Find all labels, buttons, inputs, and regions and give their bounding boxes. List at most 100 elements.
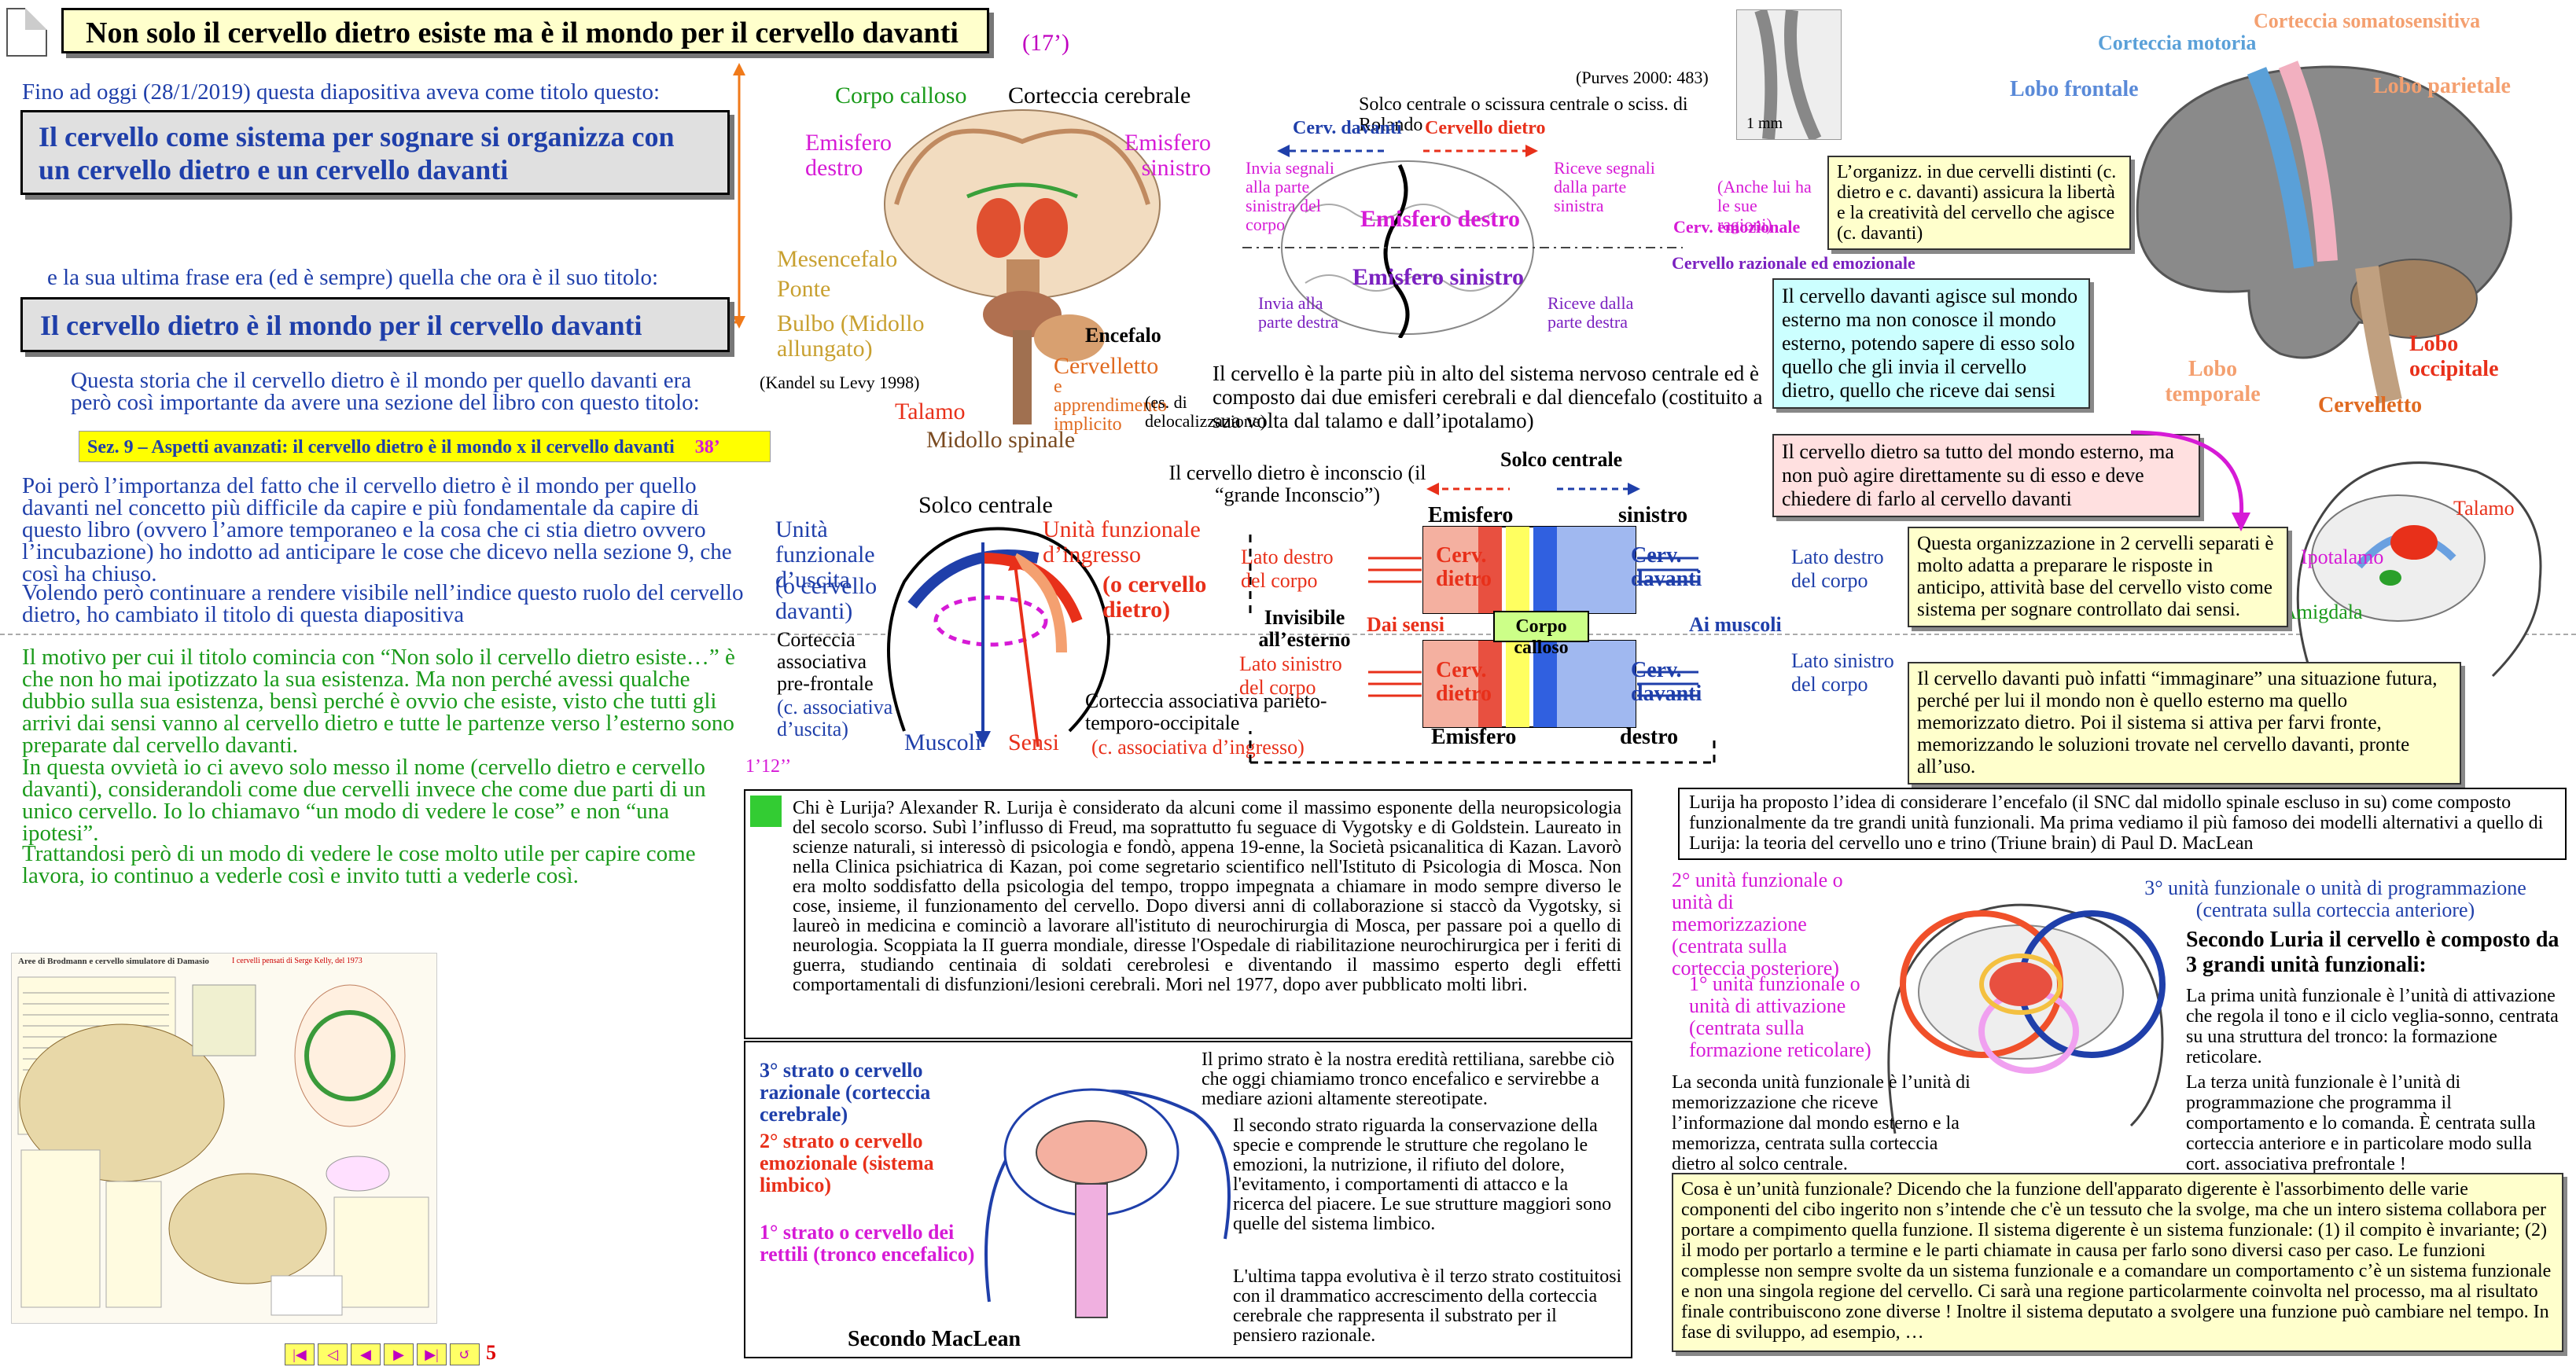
para-ovvieta: In questa ovvietà io ci avevo solo messo… bbox=[22, 755, 706, 846]
unita-funzionale-box: Cosa è un’unità funzionale? Dicendo che … bbox=[1672, 1173, 2563, 1352]
prev-button[interactable]: ◀ bbox=[351, 1343, 381, 1365]
maclean-strato-2: 2° strato o cervello emozionale (sistema… bbox=[760, 1130, 934, 1196]
scale-label: 1 mm bbox=[1746, 115, 1783, 132]
label-midollo: Midollo spinale bbox=[926, 427, 1076, 453]
emisfero-bottom-label: Emisfero bbox=[1431, 725, 1517, 749]
limbic-head-figure bbox=[2296, 461, 2542, 678]
para-motivo: Il motivo per cui il titolo comincia con… bbox=[22, 645, 735, 758]
block-corpo-calloso: Corpo calloso bbox=[1514, 616, 1569, 658]
label-cervelletto-lateral: Cervelletto bbox=[2318, 393, 2423, 417]
unita-1-label: 1° unità funzionale o unità di attivazio… bbox=[1689, 972, 1871, 1061]
prefrontale-alt-label: (c. associativa d’uscita) bbox=[777, 696, 893, 740]
block-cerv-dietro-2: Cerv. dietro bbox=[1436, 658, 1492, 706]
label-kandel: (Kandel su Levy 1998) bbox=[760, 373, 920, 392]
block-cerv-davanti-2: Cerv. davanti bbox=[1631, 658, 1702, 706]
block-cerv-dietro-1: Cerv. dietro bbox=[1436, 543, 1492, 591]
new-title-box: Il cervello dietro è il mondo per il cer… bbox=[20, 297, 730, 352]
label-delocalizzazione: (es. di delocalizzazione) bbox=[1145, 392, 1266, 431]
maclean-box: 3° strato o cervello razionale (cortecci… bbox=[744, 1041, 1632, 1358]
para-trattandosi: Trattandosi però di un modo di vedere le… bbox=[22, 841, 696, 888]
invia-destra-label: Invia alla parte destra bbox=[1258, 293, 1338, 332]
riceve-sinistra-label: Riceve segnali dalla parte sinistra bbox=[1554, 158, 1655, 215]
lato-destro-in-label: Lato destro del corpo bbox=[1241, 546, 1334, 592]
label-emisfero-sinistro: Emisfero sinistro bbox=[1124, 130, 1211, 181]
immaginare-box: Il cervello davanti può infatti “immagin… bbox=[1908, 662, 2461, 785]
page-title: Non solo il cervello dietro esiste ma è … bbox=[61, 8, 989, 53]
invisibile-label: Invisibile all’esterno bbox=[1258, 606, 1351, 651]
destro-label: destro bbox=[1620, 725, 1679, 749]
timing-mid-label: 1’12’’ bbox=[745, 756, 792, 777]
lato-sinistro-out-label: Lato sinistro del corpo bbox=[1791, 649, 1894, 696]
head-solco-label: Solco centrale bbox=[918, 492, 1053, 518]
luria-secondo: Secondo Luria il cervello è composto da … bbox=[2186, 928, 2559, 977]
anche-lui-label: (Anche lui ha le sue ragioni) bbox=[1717, 177, 1812, 234]
razionale-emozionale-label: Cervello razionale ed emozionale bbox=[1672, 253, 1915, 273]
parieto-alt-label: (c. associativa d’ingresso) bbox=[1091, 736, 1305, 759]
label-lobo-frontale: Lobo frontale bbox=[2010, 77, 2139, 101]
unita-2-label: 2° unità funzionale o unità di memorizza… bbox=[1672, 869, 1843, 979]
muscoli-label: Muscoli bbox=[904, 729, 982, 755]
page-number: 5 bbox=[486, 1341, 496, 1364]
label-corpo-calloso: Corpo calloso bbox=[835, 83, 967, 108]
timing-label: (17’) bbox=[1022, 30, 1069, 56]
label-talamo: Talamo bbox=[895, 399, 966, 424]
label-bulbo: Bulbo (Midollo allungato) bbox=[777, 311, 925, 362]
dai-sensi-label: Dai sensi bbox=[1367, 613, 1444, 636]
luria-terza-unita: La terza unità funzionale è l’unità di p… bbox=[2186, 1072, 2536, 1174]
label-lobo-temporale: Lobo temporale bbox=[2165, 357, 2261, 406]
brodmann-thumbnail[interactable]: Aree di Brodmann e cervello simulatore d… bbox=[11, 953, 437, 1324]
nav-bar: |◀◁◀▶▶|↺ 5 bbox=[285, 1341, 496, 1365]
thumbnail-title: Aree di Brodmann e cervello simulatore d… bbox=[18, 957, 209, 966]
riceve-destra-label: Riceve dalla parte destra bbox=[1547, 293, 1634, 332]
cervello-dietro-box: Il cervello dietro sa tutto del mondo es… bbox=[1772, 434, 2200, 517]
label-motoria: Corteccia motoria bbox=[2098, 31, 2257, 54]
label-lobo-occipitale: Lobo occipitale bbox=[2409, 332, 2499, 381]
label-apprendimento: e apprendimento implicito bbox=[1054, 377, 1167, 435]
luria-prima-unita: La prima unità funzionale è l’unità di a… bbox=[2186, 986, 2559, 1068]
block-diagram bbox=[1249, 483, 1716, 764]
maclean-secondo-strato: Il secondo strato riguarda la conservazi… bbox=[1233, 1115, 1612, 1234]
maclean-brain-figure bbox=[984, 1088, 1231, 1318]
cervello-description: Il cervello è la parte più in alto del s… bbox=[1213, 362, 1763, 432]
maclean-terzo-strato: L'ultima tappa evolutiva è il terzo stra… bbox=[1233, 1266, 1622, 1346]
luria-brain-figure bbox=[1887, 903, 2166, 1134]
document-icon[interactable] bbox=[6, 8, 47, 57]
para-continuare: Volendo però continuare a rendere visibi… bbox=[22, 580, 744, 627]
ingresso-label: Unità funzionale d’ingresso bbox=[1043, 516, 1201, 568]
cerv-emozionale-label: Cerv. emozionale bbox=[1673, 217, 1801, 237]
ingresso-alt-label: (o cervello dietro) bbox=[1102, 571, 1207, 623]
next-button[interactable]: ▶ bbox=[384, 1343, 414, 1365]
label-corteccia-cerebrale: Corteccia cerebrale bbox=[1008, 83, 1191, 108]
emisfero-top-label: Emisfero bbox=[1428, 503, 1514, 527]
first-slide-button[interactable]: |◀ bbox=[285, 1343, 315, 1365]
para-importance: Poi però l’importanza del fatto che il c… bbox=[22, 473, 732, 586]
label-cervelletto: Cervelletto bbox=[1054, 353, 1159, 379]
thumbnail-figures bbox=[17, 976, 429, 1316]
lateral-brain-figure bbox=[2136, 61, 2512, 404]
label-emisfero-destro: Emisfero destro bbox=[805, 130, 892, 181]
head-units-figure bbox=[887, 527, 1111, 747]
speaker-icon[interactable] bbox=[750, 796, 782, 827]
section-time: 38’ bbox=[694, 437, 720, 458]
emisfero-sinistro-label: Emisfero sinistro bbox=[1352, 264, 1525, 290]
emisfero-destro-label: Emisfero destro bbox=[1360, 206, 1521, 232]
last-slide-button[interactable]: ▶| bbox=[417, 1343, 447, 1365]
divider-line bbox=[0, 634, 2576, 635]
section-link[interactable]: Sez. 9 – Aspetti avanzati: il cervello d… bbox=[79, 431, 771, 462]
label-encefalo: Encefalo bbox=[1085, 324, 1161, 347]
back-button[interactable]: ◁ bbox=[318, 1343, 348, 1365]
parieto-label: Corteccia associativa parieto-temporo-oc… bbox=[1085, 689, 1327, 734]
magenta-arrow bbox=[2130, 430, 2250, 531]
thumbnail-caption: I cervelli pensati di Serge Kelly, del 1… bbox=[232, 957, 362, 965]
label-ipotalamo: Ipotalamo bbox=[2301, 546, 2384, 568]
organizzazione-box: L’organizz. in due cervelli distinti (c.… bbox=[1827, 156, 2131, 250]
luria-seconda-unita: La seconda unità funzionale è l’unità di… bbox=[1672, 1072, 1971, 1174]
return-button[interactable]: ↺ bbox=[450, 1343, 480, 1365]
cervello-davanti-box: Il cervello davanti agisce sul mondo est… bbox=[1772, 278, 2090, 409]
luria-intro-box: Lurija ha proposto l’idea di considerare… bbox=[1678, 788, 2567, 860]
label-lobo-parietale: Lobo parietale bbox=[2373, 74, 2511, 98]
section-label: Sez. 9 – Aspetti avanzati: il cervello d… bbox=[87, 437, 675, 458]
label-talamo-limbic: Talamo bbox=[2453, 497, 2515, 520]
maclean-strato-3: 3° strato o cervello razionale (cortecci… bbox=[760, 1059, 931, 1126]
block-cerv-davanti-1: Cerv. davanti bbox=[1631, 543, 1702, 591]
